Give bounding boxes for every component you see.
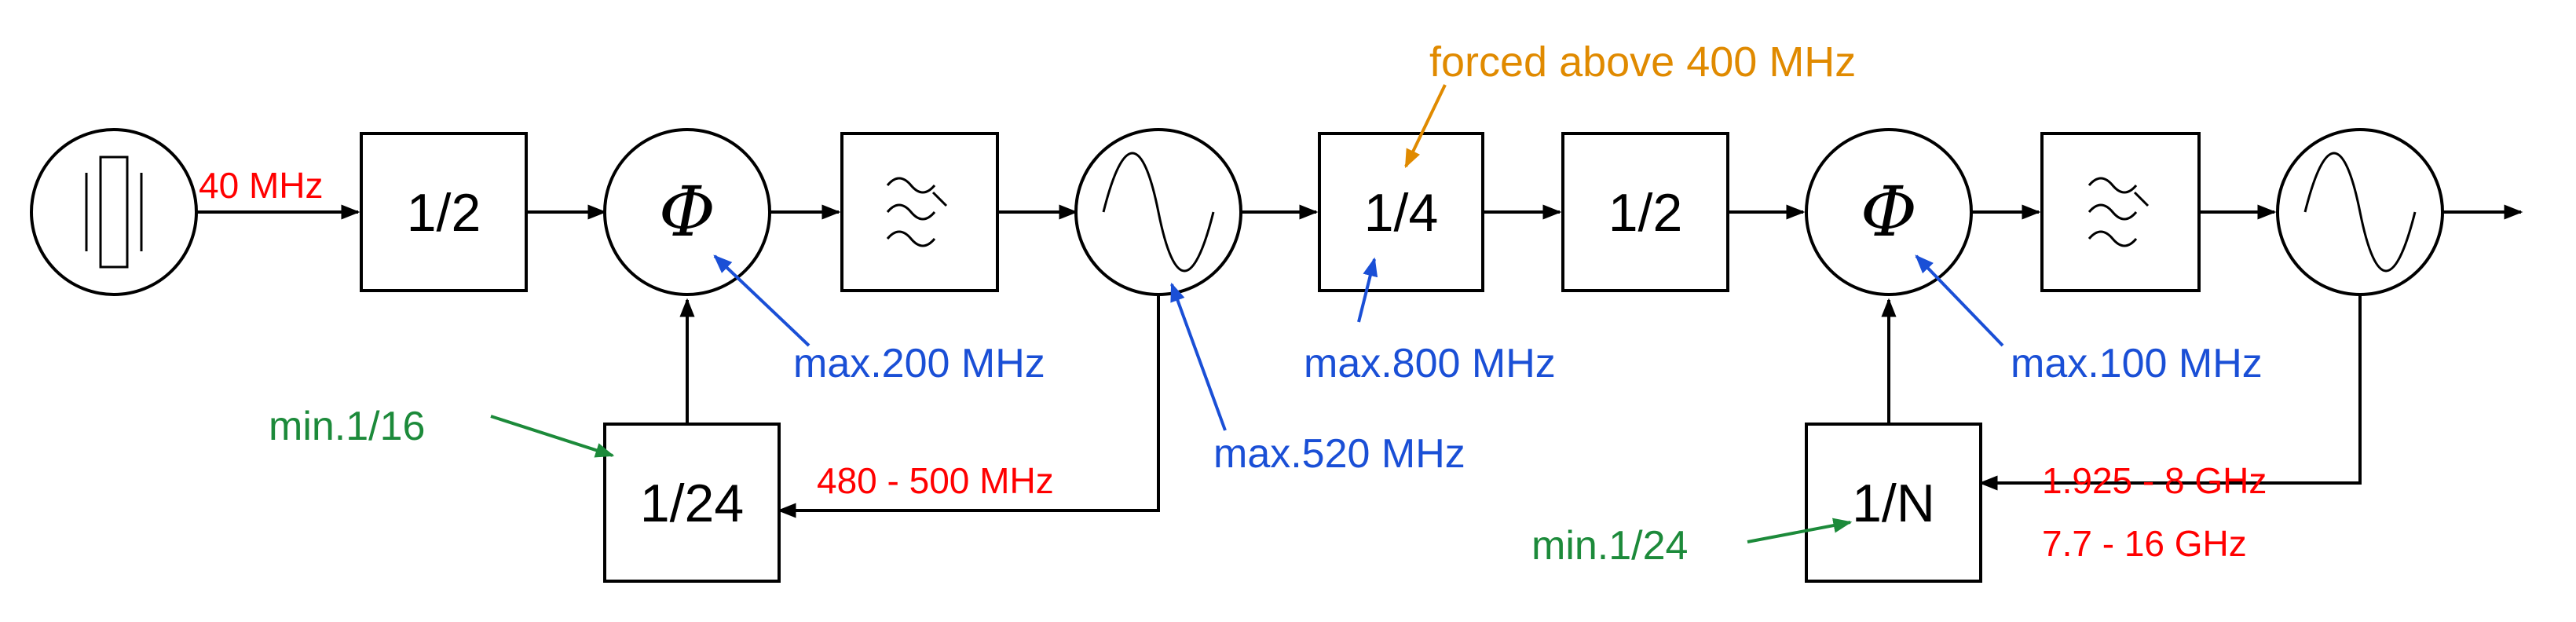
pfd1-max-arrow [713, 254, 810, 347]
vco-2 [2276, 128, 2444, 296]
phase-detector-2: Φ [1805, 128, 1973, 296]
lowpass-filter-icon [886, 177, 948, 247]
lowpass-filter-icon [2088, 177, 2150, 247]
fb2-min-label: min.1/24 [1531, 523, 1688, 569]
sine-oscillator-icon [1102, 152, 1215, 273]
sine-oscillator-icon [2303, 152, 2417, 273]
ref-frequency-label: 40 MHz [199, 165, 323, 206]
div4-forced-arrow [1404, 84, 1447, 169]
divider-2-label: 1/2 [1608, 183, 1683, 243]
fb2-min-arrow [1747, 518, 1853, 543]
vco1-max-arrow [1170, 282, 1227, 431]
fb1-range-label: 480 - 500 MHz [817, 460, 1054, 501]
lowpass-filter-1 [840, 132, 999, 292]
pfd2-max-label: max.100 MHz [2011, 341, 2263, 386]
div4-max-arrow [1357, 257, 1378, 323]
feedback-divider-2-label: 1/N [1852, 474, 1935, 533]
phase-detector-icon: Φ [659, 171, 715, 252]
feedback-divider-1-label: 1/24 [640, 474, 744, 533]
fb1-min-arrow [490, 415, 615, 458]
vco2-range-b-label: 7.7 - 16 GHz [2042, 523, 2247, 564]
divider-ref-label: 1/2 [407, 183, 481, 243]
fb1-min-label: min.1/16 [269, 404, 425, 449]
phase-detector-1: Φ [603, 128, 771, 296]
pfd2-max-arrow [1915, 254, 2004, 347]
divider-4-block: 1/4 [1318, 132, 1484, 292]
phase-detector-icon: Φ [1861, 171, 1917, 252]
crystal-oscillator-icon [30, 128, 198, 296]
lowpass-filter-2 [2040, 132, 2201, 292]
divider-ref-block: 1/2 [360, 132, 528, 292]
vco1-max-label: max.520 MHz [1213, 431, 1465, 477]
annotation-arrows [490, 84, 2004, 543]
wire-vco2-feedback [1978, 295, 2362, 491]
divider-2-block: 1/2 [1561, 132, 1729, 292]
signal-wires [196, 204, 2523, 518]
feedback-divider-1: 1/24 [603, 423, 781, 583]
vco2-range-a-label: 1.925 - 8 GHz [2042, 460, 2267, 501]
divider-4-label: 1/4 [1364, 183, 1439, 243]
feedback-divider-2: 1/N [1805, 423, 1982, 583]
div4-forced-label: forced above 400 MHz [1429, 38, 1856, 86]
wire-vco1-feedback [777, 295, 1160, 518]
pfd1-max-label: max.200 MHz [793, 341, 1045, 386]
div4-max-label: max.800 MHz [1304, 341, 1556, 386]
vco-1 [1074, 128, 1242, 296]
